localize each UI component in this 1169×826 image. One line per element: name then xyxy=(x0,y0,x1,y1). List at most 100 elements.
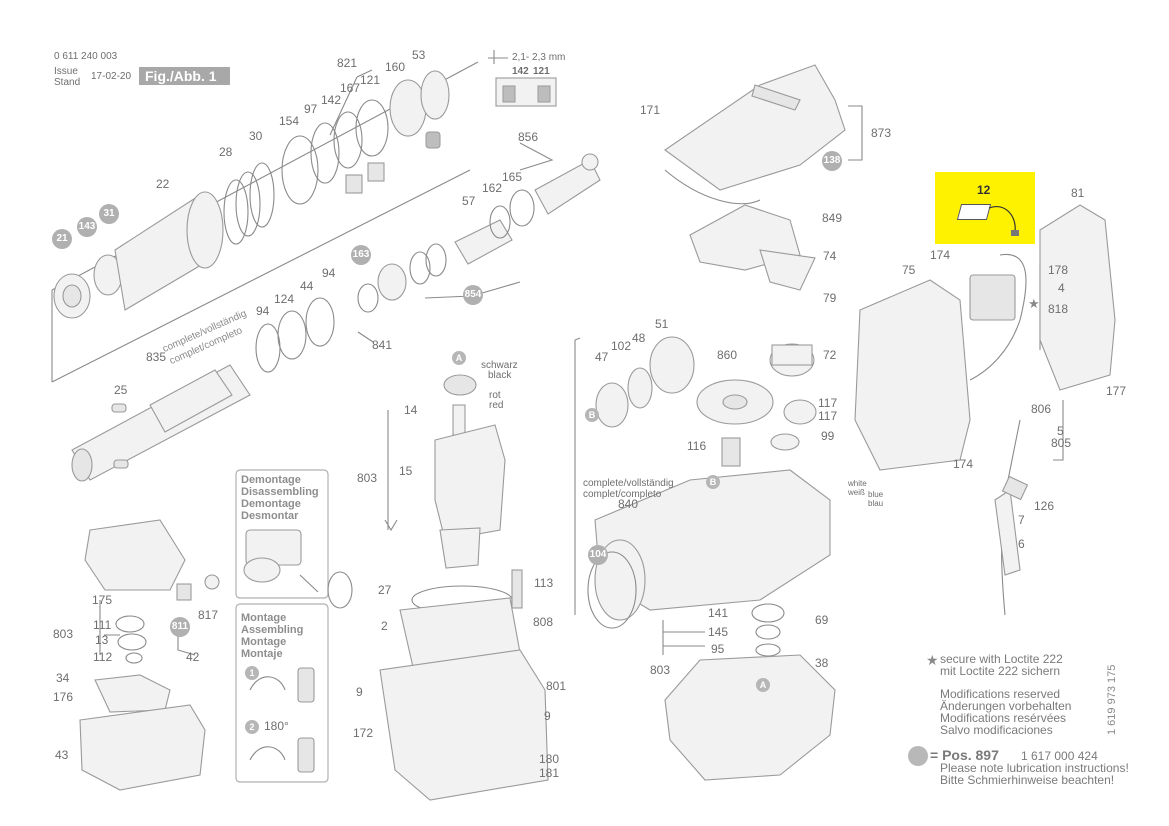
montage-angle: 180° xyxy=(264,719,289,733)
part-label-181: 181 xyxy=(539,766,560,780)
part-label-835: 835 xyxy=(146,350,167,364)
part-label-74: 74 xyxy=(823,249,837,263)
callout-854: 854 xyxy=(463,285,483,305)
montage-step-1: 1 xyxy=(245,666,259,680)
part-label-43: 43 xyxy=(55,748,69,762)
modifications-fr: Modifications resérvées xyxy=(940,711,1067,725)
figure-label: Fig./Abb. 1 xyxy=(139,67,230,85)
brush-wire-icon xyxy=(988,206,1019,236)
loctite-note-de: mit Loctite 222 sichern xyxy=(940,664,1061,678)
part-label-79: 79 xyxy=(823,291,837,305)
part-label-69: 69 xyxy=(815,613,829,627)
demontage-line-1: Demontage xyxy=(241,474,301,486)
part-label-154: 154 xyxy=(279,114,300,128)
complete-label-3: complete/vollständig xyxy=(583,478,674,489)
part-label-13: 13 xyxy=(95,633,109,647)
highlighted-part-box: 12 xyxy=(935,172,1035,244)
demontage-line-4: Desmontar xyxy=(241,510,299,522)
part-label-117-b: 117 xyxy=(818,409,838,423)
part-label-28: 28 xyxy=(219,145,233,159)
part-label-856: 856 xyxy=(518,130,539,144)
wire-label-blue: blue xyxy=(868,490,884,499)
part-label-175: 175 xyxy=(92,593,113,607)
brush-holder-parts xyxy=(79,519,220,791)
part-label-97: 97 xyxy=(304,102,318,116)
part-label-801: 801 xyxy=(546,679,567,693)
wire-label-rot: rot xyxy=(489,390,501,401)
montage-line-1: Montage xyxy=(241,612,287,624)
part-label-30: 30 xyxy=(249,129,263,143)
part-label-805: 805 xyxy=(1051,436,1072,450)
part-label-48: 48 xyxy=(632,331,646,345)
part-label-7: 7 xyxy=(1018,513,1025,527)
montage-line-3: Montage xyxy=(241,636,287,648)
housing-cover-parts xyxy=(664,64,1116,616)
inset-dimension: 2,1- 2,3 mm xyxy=(512,52,566,63)
issue-label: Issue xyxy=(54,66,78,77)
part-label-803-c: 803 xyxy=(650,663,671,677)
part-label-47: 47 xyxy=(595,350,609,364)
document-number: 1 619 973 175 xyxy=(1106,664,1118,735)
callout-811: 811 xyxy=(170,617,190,637)
part-label-821: 821 xyxy=(337,56,358,70)
stand-label: Stand xyxy=(54,77,81,88)
part-label-99: 99 xyxy=(821,429,835,443)
part-label-860: 860 xyxy=(717,348,738,362)
lubrication-marker xyxy=(908,746,928,766)
marker-a-bottom: A xyxy=(756,678,770,692)
part-label-841: 841 xyxy=(372,338,393,352)
part-label-172: 172 xyxy=(353,726,374,740)
modifications-en: Modifications reserved xyxy=(940,687,1061,701)
part-label-167: 167 xyxy=(340,81,361,95)
star-symbol: ★ xyxy=(926,652,939,668)
part-label-117-a: 117 xyxy=(818,396,838,410)
callout-21: 21 xyxy=(52,229,72,249)
spindle-parts xyxy=(71,153,601,482)
gear-train-parts xyxy=(587,336,836,781)
part-label-176: 176 xyxy=(53,690,74,704)
part-label-15: 15 xyxy=(399,464,413,478)
issue-date: 17-02-20 xyxy=(91,71,132,82)
modifications-es: Salvo modificaciones xyxy=(940,723,1053,737)
part-label-145: 145 xyxy=(708,625,729,639)
part-label-803-b: 803 xyxy=(53,627,74,641)
montage-box-frame xyxy=(235,603,329,783)
part-label-42: 42 xyxy=(186,650,200,664)
frame-edge-lower xyxy=(51,169,471,383)
part-label-2: 2 xyxy=(381,619,388,633)
part-label-174-a: 174 xyxy=(930,248,951,262)
part-label-94-a: 94 xyxy=(322,266,336,280)
bracket-lines xyxy=(99,69,1064,656)
star-symbol-818: ★ xyxy=(1028,296,1040,311)
part-label-112: 112 xyxy=(93,650,113,664)
part-label-25: 25 xyxy=(114,383,128,397)
demontage-illustration xyxy=(243,529,353,609)
lubrication-en: Please note lubrication instructions! xyxy=(940,761,1129,775)
callout-138: 138 xyxy=(822,151,842,171)
part-label-121: 121 xyxy=(360,73,381,87)
part-label-53: 53 xyxy=(412,48,426,62)
montage-line-2: Assembling xyxy=(241,624,304,636)
part-label-116: 116 xyxy=(687,439,707,453)
part-label-81: 81 xyxy=(1071,186,1085,200)
wire-label-red: red xyxy=(489,400,504,411)
wire-label-blau: blau xyxy=(868,499,884,508)
part-label-113: 113 xyxy=(534,576,554,590)
part-label-160: 160 xyxy=(385,60,406,74)
demontage-box-frame xyxy=(235,469,329,599)
part-label-44: 44 xyxy=(300,279,314,293)
pos-label: = Pos. 897 xyxy=(930,747,999,763)
part-label-34: 34 xyxy=(56,671,70,685)
part-label-817: 817 xyxy=(198,608,219,622)
part-label-124: 124 xyxy=(274,292,295,306)
carbon-brush-icon xyxy=(956,204,992,220)
part-label-102: 102 xyxy=(611,339,632,353)
part-label-177: 177 xyxy=(1106,384,1127,398)
part-label-72: 72 xyxy=(823,348,837,362)
part-label-94-b: 94 xyxy=(256,304,270,318)
part-label-808: 808 xyxy=(533,615,554,629)
part-label-178: 178 xyxy=(1048,263,1069,277)
motor-parts xyxy=(379,374,549,801)
part-label-840: 840 xyxy=(618,497,639,511)
